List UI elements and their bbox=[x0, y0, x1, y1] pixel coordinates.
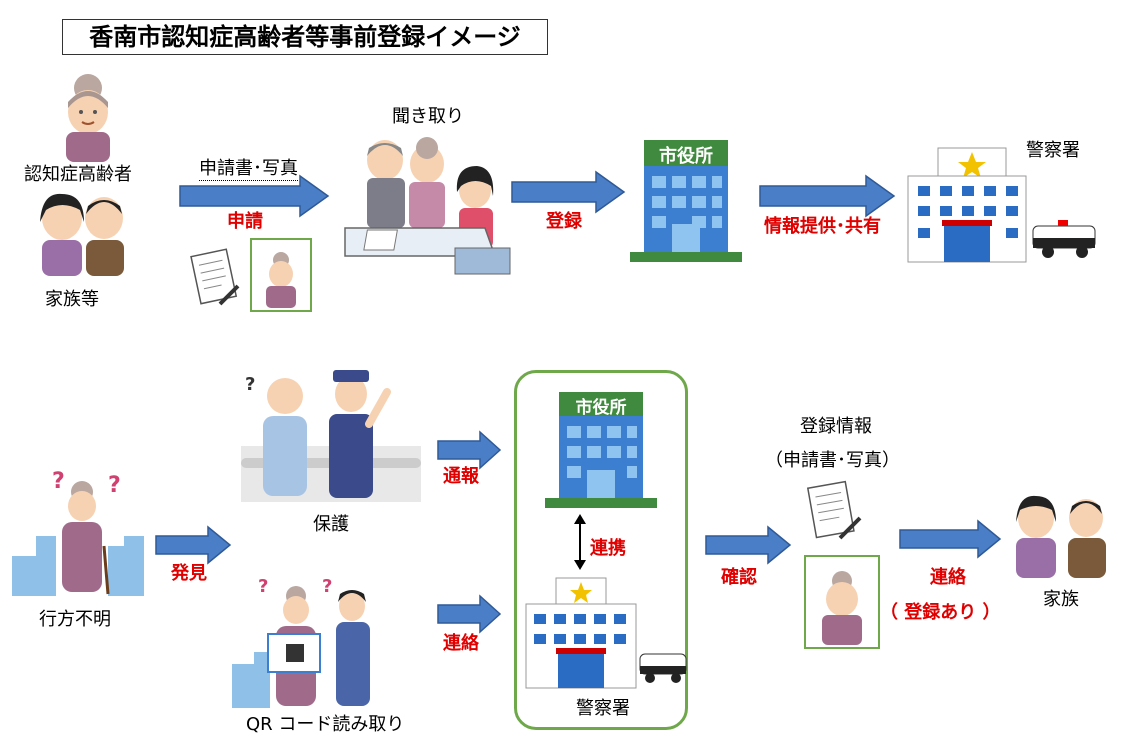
qr-label: QR コード読み取り bbox=[246, 714, 405, 735]
documents-label: 申請書･写真 bbox=[199, 154, 298, 181]
police-label-bottom: 警察署 bbox=[576, 698, 630, 719]
report-label: 通報 bbox=[443, 466, 479, 487]
missing-elderly-icon: ? ? bbox=[12, 469, 144, 596]
share-label: 情報提供･共有 bbox=[764, 216, 881, 237]
elderly-label: 認知症高齢者 bbox=[24, 164, 132, 185]
confirm-arrow bbox=[705, 525, 792, 565]
cityhall-building-bottom: 市役所 bbox=[545, 392, 657, 508]
svg-text:?: ? bbox=[245, 374, 255, 395]
qr-scan-scene-icon: ? ? bbox=[232, 576, 370, 708]
protection-scene-icon: ? bbox=[241, 370, 421, 502]
form-sheet-icon bbox=[190, 248, 240, 306]
police-station-building-top bbox=[907, 147, 1096, 263]
cityhall-sign-top: 市役所 bbox=[659, 146, 713, 167]
reginfo-label: 登録情報 bbox=[800, 416, 872, 437]
share-arrow bbox=[759, 174, 896, 218]
elderly-woman-icon bbox=[66, 74, 110, 162]
found-label: 発見 bbox=[171, 563, 207, 584]
cityhall-sign-bottom: 市役所 bbox=[575, 398, 627, 418]
notify-label: 連絡 bbox=[930, 567, 966, 588]
contact-label: 連絡 bbox=[443, 633, 479, 654]
cooperation-frame bbox=[514, 370, 688, 730]
form-sheet-icon-bottom bbox=[806, 480, 862, 540]
found-arrow bbox=[155, 525, 232, 565]
registered-label: （ 登録あり ） bbox=[880, 602, 1001, 623]
family-icon bbox=[40, 193, 124, 276]
police-station-building-bottom bbox=[525, 577, 687, 689]
cityhall-building-top: 市役所 bbox=[630, 140, 742, 262]
svg-text:?: ? bbox=[322, 576, 332, 597]
police-label-top: 警察署 bbox=[1026, 140, 1080, 161]
family-icon-bottom bbox=[1016, 495, 1106, 578]
reginfo-sub-label: （申請書･写真） bbox=[765, 450, 900, 471]
family-label: 家族等 bbox=[45, 289, 99, 310]
svg-text:?: ? bbox=[108, 473, 121, 498]
interview-desk-icon bbox=[344, 137, 511, 275]
svg-text:?: ? bbox=[52, 469, 65, 494]
diagram-title: 香南市認知症高齢者等事前登録イメージ bbox=[62, 19, 548, 55]
family-label-bottom: 家族 bbox=[1043, 589, 1079, 610]
photo-icon bbox=[250, 238, 312, 312]
photo-icon-bottom bbox=[804, 555, 880, 649]
missing-label: 行方不明 bbox=[39, 609, 111, 630]
cooperation-double-arrow bbox=[574, 514, 586, 570]
apply-label: 申請 bbox=[227, 211, 263, 232]
register-arrow bbox=[511, 170, 626, 214]
report-arrow bbox=[437, 430, 502, 470]
contact-arrow bbox=[437, 594, 502, 634]
interview-label: 聞き取り bbox=[392, 106, 464, 127]
notify-arrow bbox=[899, 519, 1002, 559]
confirm-label: 確認 bbox=[721, 567, 757, 588]
cooperate-label: 連携 bbox=[590, 538, 626, 559]
register-label: 登録 bbox=[546, 211, 582, 232]
protect-label: 保護 bbox=[313, 514, 349, 535]
svg-text:?: ? bbox=[258, 576, 268, 597]
